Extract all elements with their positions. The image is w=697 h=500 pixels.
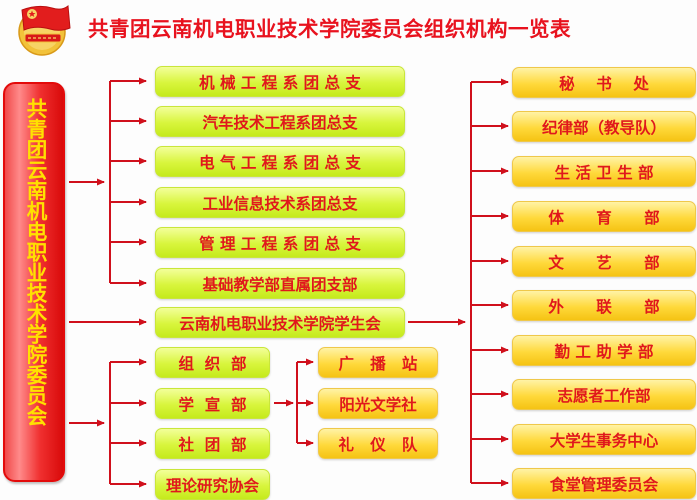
committee-dept-node: 理论研究协会: [155, 469, 270, 500]
propaganda-subunit-node: 广 播 站: [318, 347, 438, 378]
branch-node: 汽车技术工程系团总支: [155, 106, 405, 137]
branch-node: 电 气 工 程 系 团 总 支: [155, 146, 405, 177]
student-union-node: 云南机电职业技术学院学生会: [155, 307, 405, 338]
union-dept-node: 志愿者工作部: [512, 379, 696, 410]
committee-dept-node: 组 织 部: [155, 347, 270, 378]
union-dept-node: 勤 工 助 学 部: [512, 335, 696, 366]
union-dept-node: 体 育 部: [512, 201, 696, 232]
committee-dept-node: 社 团 部: [155, 428, 270, 459]
union-dept-node: 秘 书 处: [512, 67, 696, 98]
branch-node: 机 械 工 程 系 团 总 支: [155, 66, 405, 97]
union-dept-node: 纪律部（教导队）: [512, 111, 696, 142]
propaganda-subunit-node: 礼 仪 队: [318, 428, 438, 459]
root-node-league-committee: 共青团云南机电职业技术学院委员会: [3, 82, 65, 482]
union-dept-node: 大学生事务中心: [512, 424, 696, 455]
propaganda-subunit-node: 阳光文学社: [318, 388, 438, 419]
root-node-label: 共青团云南机电职业技术学院委员会: [23, 98, 47, 426]
union-dept-node: 外 联 部: [512, 290, 696, 321]
communist-youth-league-emblem-icon: [18, 5, 71, 56]
page-title: 共青团云南机电职业技术学院委员会组织机构一览表: [88, 17, 571, 41]
branch-node: 工业信息技术系团总支: [155, 187, 405, 218]
branch-node: 基础教学部直属团支部: [155, 268, 405, 299]
committee-dept-node: 学 宣 部: [155, 388, 270, 419]
branch-node: 管 理 工 程 系 团 总 支: [155, 227, 405, 258]
union-dept-node: 食堂管理委员会: [512, 468, 696, 499]
union-dept-node: 文 艺 部: [512, 246, 696, 277]
union-dept-node: 生 活 卫 生 部: [512, 156, 696, 187]
